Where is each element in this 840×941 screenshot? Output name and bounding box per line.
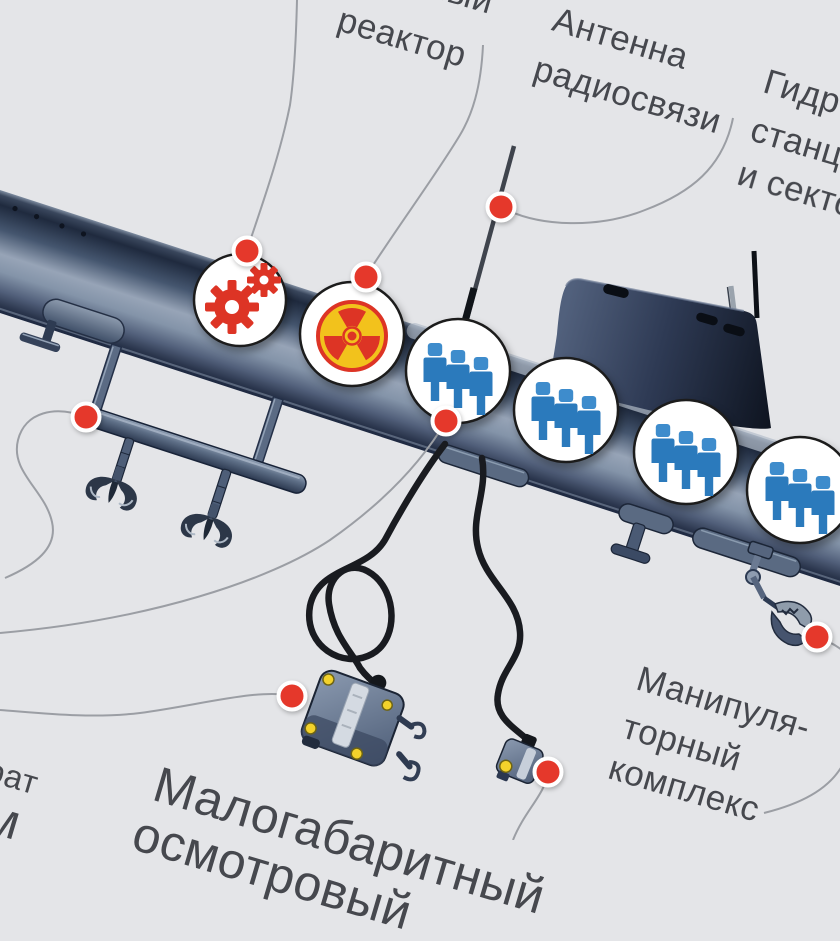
callout-dot-icon	[532, 756, 564, 788]
callout-circle-reactor	[298, 280, 406, 388]
leader-line-rov	[0, 692, 293, 717]
leader-line-antenna	[500, 117, 734, 225]
leader-line-skid	[4, 410, 87, 579]
leader-line-gears	[246, 0, 298, 251]
callout-dot-icon	[801, 621, 833, 653]
landing-foot	[610, 522, 651, 564]
bow-limber-holes	[12, 205, 87, 237]
tether-cable-towed-device	[472, 454, 532, 744]
callout-dot-icon	[70, 401, 102, 433]
infographic-canvas	[0, 0, 840, 840]
radiation-icon	[316, 300, 388, 372]
sail-window-slots	[603, 284, 745, 337]
callout-dot-icon	[350, 261, 382, 293]
towed-device-icon	[495, 733, 544, 784]
crew-circle	[632, 398, 740, 506]
callout-dot-icon	[231, 235, 263, 267]
side-thruster-pod	[19, 298, 125, 353]
crew-circle	[404, 317, 512, 425]
callout-dot-icon	[485, 191, 517, 223]
tether-cable-rov	[305, 440, 449, 688]
landing-skid	[79, 343, 307, 552]
rov-robot-icon	[300, 669, 427, 782]
callout-dots	[70, 191, 833, 788]
callout-dot-icon	[430, 405, 462, 437]
callout-dot-icon	[276, 680, 308, 712]
manipulator-claw-icon	[770, 600, 813, 647]
crew-circle	[745, 435, 840, 545]
manipulator-arm	[745, 540, 813, 647]
gears-icon	[205, 263, 281, 334]
crew-circle	[512, 356, 620, 464]
leader-line-crew	[0, 420, 447, 634]
callout-circles	[192, 252, 840, 545]
callout-circle-gears	[192, 252, 288, 348]
leader-line-reactor	[365, 44, 484, 277]
